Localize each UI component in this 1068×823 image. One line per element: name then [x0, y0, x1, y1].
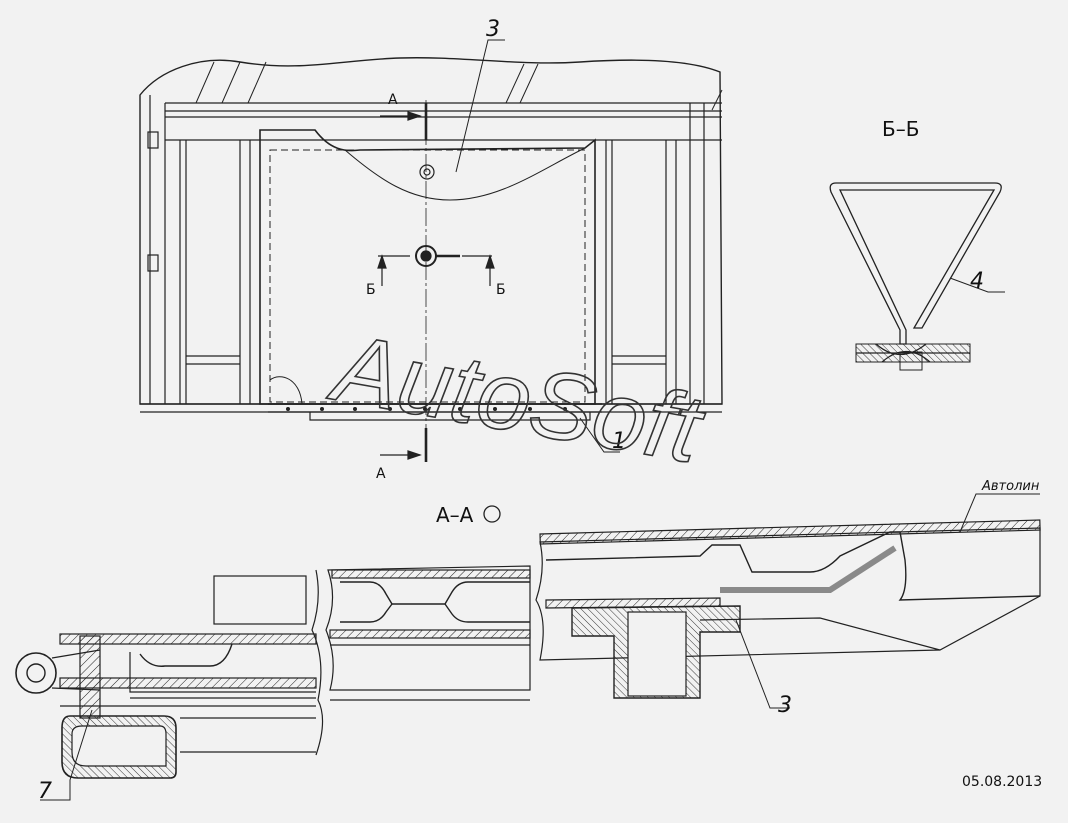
break-outline — [139, 57, 723, 405]
view-title-a-a: А–А — [436, 503, 474, 527]
rotated-view-icon — [483, 505, 501, 523]
hatch-plate — [259, 129, 596, 405]
plan-view — [139, 39, 723, 462]
autosoft-watermark: AutoSoft — [322, 313, 711, 484]
section-a-a — [15, 493, 1041, 801]
section-label-b-right: Б — [496, 282, 506, 298]
material-label: Автолин — [981, 479, 1040, 494]
section-b-b — [829, 182, 1005, 371]
position-label-1: 1 — [612, 429, 626, 454]
section-label-a-bottom: A — [376, 466, 386, 482]
position-label-7: 7 — [38, 779, 52, 804]
position-label-4: 4 — [970, 269, 984, 294]
section-label-a-top: A — [388, 92, 398, 108]
drawing-date: 05.08.2013 — [962, 774, 1042, 790]
position-label-3-bottom: 3 — [778, 693, 792, 718]
view-title-b-b: Б–Б — [882, 117, 919, 141]
section-label-b-left: Б — [366, 282, 376, 298]
position-label-3-top: 3 — [486, 17, 500, 42]
